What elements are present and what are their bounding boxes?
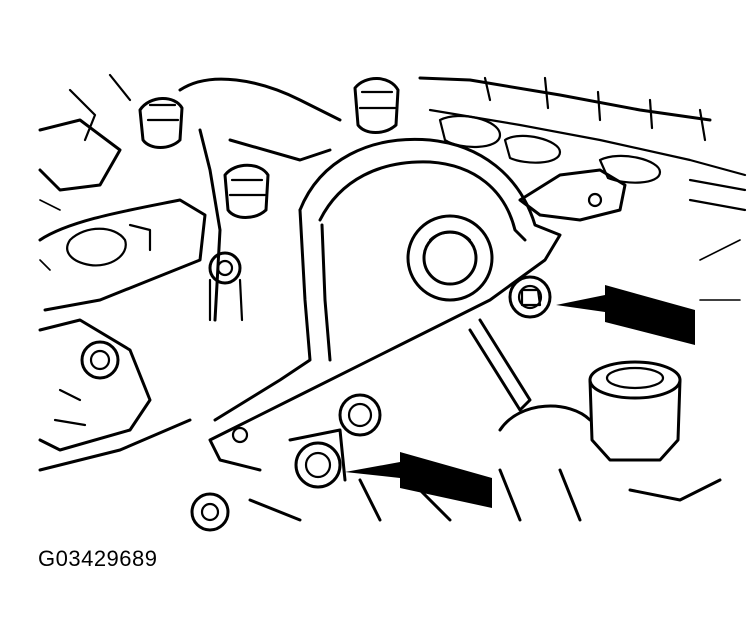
arrow-lower-center (345, 452, 492, 508)
lower-structures (38, 199, 741, 532)
arrow-upper-right (556, 285, 695, 345)
center-left-bolt (208, 251, 244, 322)
lower-right-boss (498, 360, 722, 522)
figure-id-label: G03429689 (38, 546, 158, 571)
left-manifold (38, 198, 207, 452)
engine-bracket-diagram (38, 73, 747, 532)
bolt-upper-right (508, 275, 552, 319)
mounting-bracket (208, 137, 627, 472)
upper-left-components (38, 73, 400, 322)
bracket-hub (406, 214, 494, 302)
engine-block-top (418, 76, 747, 212)
bolt-lower-center (288, 393, 382, 489)
